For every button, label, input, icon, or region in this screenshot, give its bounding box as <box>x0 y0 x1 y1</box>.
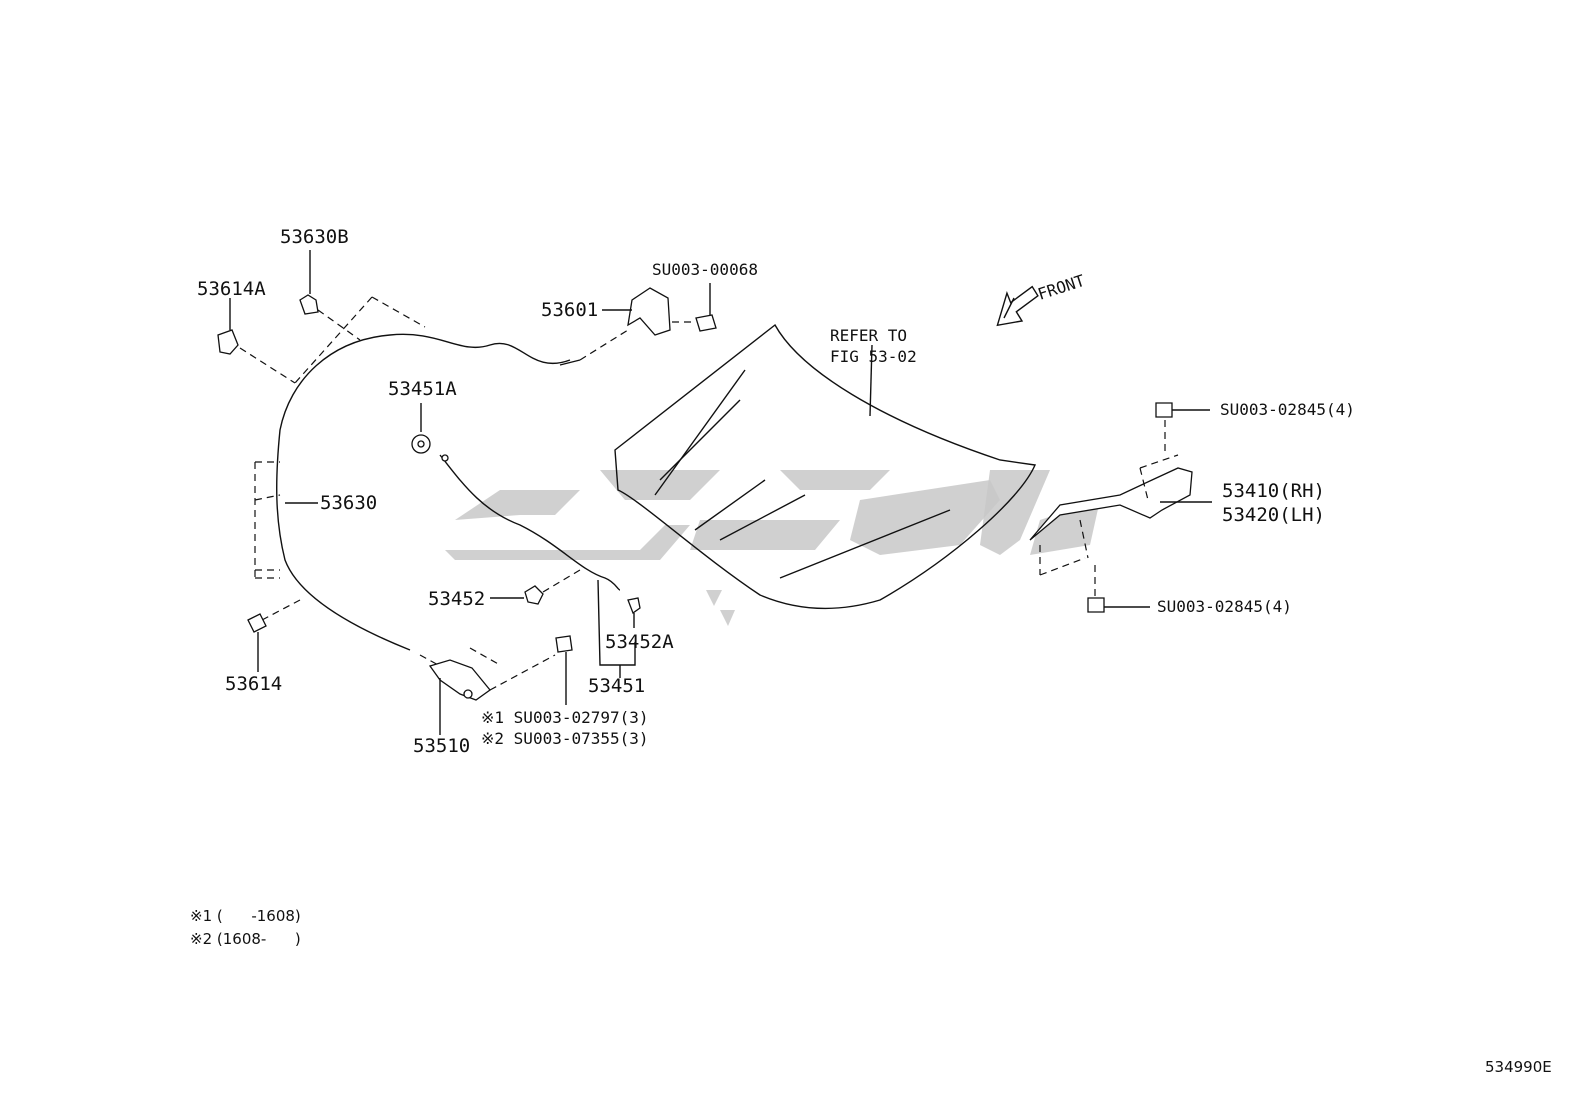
bolt-su003-00068 <box>672 283 717 332</box>
part-53601-bracket <box>559 287 671 366</box>
label-53510: 53510 <box>413 735 470 757</box>
figure-code: 534990E <box>1485 1058 1552 1076</box>
release-lever-cable <box>439 454 621 591</box>
part-53630B-clip <box>294 250 426 384</box>
part-53451A-grommet <box>411 403 431 454</box>
label-front: FRONT <box>1035 271 1087 304</box>
label-su003-07355: ※2 SU003-07355(3) <box>481 729 649 748</box>
part-53614-clip <box>247 613 267 672</box>
watermark-logo <box>445 470 1100 626</box>
leader-53451 <box>597 579 636 678</box>
label-53601: 53601 <box>541 299 598 321</box>
label-53410-rh: 53410(RH) <box>1222 480 1325 502</box>
label-53451: 53451 <box>588 675 645 697</box>
note-1: ※1 ( -1608) <box>190 907 301 925</box>
label-53420-lh: 53420(LH) <box>1222 504 1325 526</box>
front-arrow-icon <box>996 285 1039 327</box>
label-53614A: 53614A <box>197 278 266 300</box>
part-53614A-clip <box>217 298 296 384</box>
part-53410-hood-hinge <box>1029 454 1212 576</box>
label-53452A: 53452A <box>605 631 674 653</box>
note-2: ※2 (1608- ) <box>190 930 301 948</box>
hood-panel <box>614 323 1037 610</box>
label-53452: 53452 <box>428 588 485 610</box>
bolt-su003-02845-lower <box>1087 565 1150 613</box>
label-53630B: 53630B <box>280 226 349 248</box>
part-53510-hood-lock <box>419 647 556 735</box>
label-53614: 53614 <box>225 673 282 695</box>
label-su003-02845-upper: SU003-02845(4) <box>1220 400 1355 419</box>
label-su003-00068: SU003-00068 <box>652 260 758 279</box>
part-53452A-clip <box>627 597 641 628</box>
label-53451A: 53451A <box>388 378 457 400</box>
label-su003-02845-lower: SU003-02845(4) <box>1157 597 1292 616</box>
label-53630: 53630 <box>320 492 377 514</box>
label-refer-to: REFER TO <box>830 326 907 345</box>
bolt-su003-02797 <box>555 635 573 705</box>
part-53452-clip <box>490 569 581 605</box>
label-su003-02797: ※1 SU003-02797(3) <box>481 708 649 727</box>
hood-release-cable <box>254 333 571 651</box>
bolt-su003-02845-upper <box>1155 402 1210 455</box>
label-fig-53-02: FIG 53-02 <box>830 347 917 366</box>
